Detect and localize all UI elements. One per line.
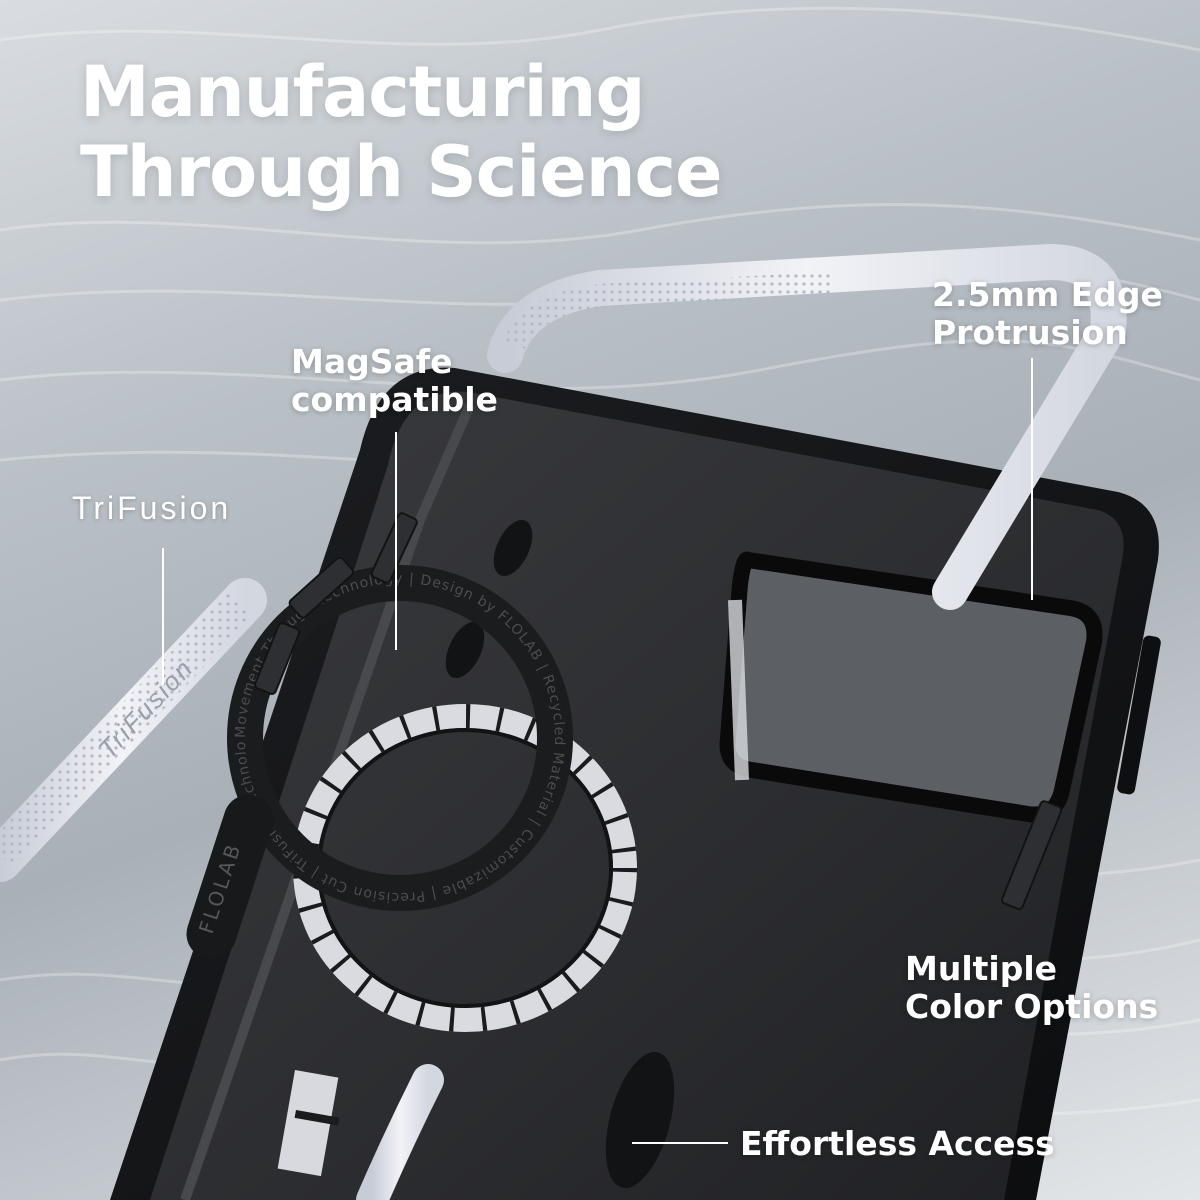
callout-effortless-access: Effortless Access [740, 1125, 1055, 1163]
title-line-2: Through Science [80, 131, 723, 213]
callout-colors-line-1: Multiple [905, 949, 1058, 988]
callout-colors-line-2: Color Options [905, 987, 1159, 1026]
side-button [1117, 635, 1161, 795]
callout-edge-protrusion: 2.5mm Edge Protrusion [932, 276, 1163, 352]
page-title: Manufacturing Through Science [80, 51, 723, 213]
callout-edge-line-2: Protrusion [932, 313, 1128, 352]
callout-magsafe: MagSafe compatible [291, 343, 498, 419]
callout-access-text: Effortless Access [740, 1124, 1055, 1163]
camera-frame [719, 551, 1103, 823]
case-logo-badge: FLOLAB [186, 794, 274, 959]
title-line-1: Manufacturing [80, 51, 645, 133]
callout-magsafe-line-1: MagSafe [291, 342, 453, 381]
trifusion-strip: TriFusion [0, 578, 267, 882]
callout-magsafe-line-2: compatible [291, 380, 498, 419]
white-bumper-top [487, 243, 1127, 610]
trifusion-logo: TriFusion [72, 490, 232, 526]
button-plugs [253, 512, 1063, 911]
callout-color-options: Multiple Color Options [905, 950, 1158, 1026]
strip-print: TriFusion [92, 653, 199, 764]
magsafe-alignment-bar [277, 1070, 340, 1177]
callout-leader-lines [162, 358, 1033, 1144]
callout-edge-line-1: 2.5mm Edge [932, 275, 1163, 314]
white-bumper-bottom [356, 1064, 444, 1200]
